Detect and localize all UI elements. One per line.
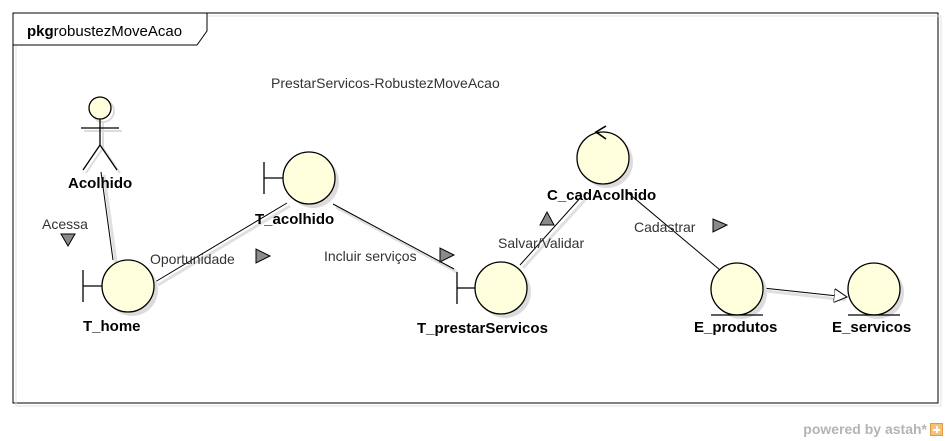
control-icon	[576, 131, 630, 185]
actor-head-icon	[88, 96, 112, 120]
message-label: Acessa	[42, 216, 88, 232]
arrow-right-icon	[712, 218, 729, 233]
message-label: Oportunidade	[150, 251, 235, 267]
message-incluir: Incluir serviços	[324, 247, 456, 264]
arrow-down-icon	[60, 233, 76, 247]
e-servicos-label: E_servicos	[832, 319, 911, 336]
message-acessa: Acessa	[42, 216, 88, 247]
watermark-text: powered by astah*	[803, 421, 927, 437]
actor-label: Acolhido	[68, 175, 132, 192]
t-acolhido-label: T_acolhido	[255, 211, 334, 228]
message-label: Cadastrar	[634, 219, 696, 235]
message-oportunidade: Oportunidade	[150, 248, 272, 267]
package-tab	[12, 12, 208, 46]
entity-icon	[710, 262, 764, 316]
connections	[100, 171, 847, 300]
boundary-t-acolhido[interactable]: T_acolhido	[255, 151, 339, 228]
entity-e-produtos[interactable]: E_produtos	[694, 262, 777, 336]
package-label: pkgrobustezMoveAcao	[27, 23, 182, 40]
boundary-t-home[interactable]: T_home	[82, 259, 158, 335]
actor-acolhido[interactable]: Acolhido	[68, 96, 132, 192]
astah-watermark: powered by astah*	[803, 421, 943, 437]
link-acolhido-prestar	[332, 203, 455, 270]
link-home-acolhido	[154, 202, 288, 283]
message-cadastrar: Cadastrar	[634, 218, 729, 235]
entity-icon	[847, 262, 901, 316]
link-cad-produtos	[626, 191, 721, 271]
c-cadacolhido-label: C_cadAcolhido	[547, 187, 656, 204]
arrow-right-icon	[439, 247, 456, 263]
arrow-up-icon	[539, 210, 555, 226]
generalization-produtos-servicos	[762, 287, 847, 297]
astah-logo-icon	[930, 422, 943, 436]
t-prestarservicos-label: T_prestarServicos	[417, 320, 548, 337]
arrow-right-icon	[255, 248, 272, 264]
message-label: Incluir serviços	[324, 248, 417, 264]
boundary-icon	[282, 151, 336, 205]
boundary-icon	[474, 261, 528, 315]
diagram-title: PrestarServicos-RobustezMoveAcao	[271, 75, 500, 91]
e-produtos-label: E_produtos	[694, 319, 777, 336]
control-c-cadacolhido[interactable]: C_cadAcolhido	[547, 125, 656, 204]
message-label: Salvar/Validar	[498, 235, 584, 251]
boundary-icon	[101, 259, 155, 313]
message-salvar: Salvar/Validar	[498, 210, 584, 251]
entity-e-servicos[interactable]: E_servicos	[832, 262, 911, 336]
t-home-label: T_home	[83, 318, 141, 335]
link-prestar-cad	[519, 195, 583, 266]
boundary-t-prestarservicos[interactable]: T_prestarServicos	[417, 261, 548, 337]
link-actor-home	[100, 171, 114, 261]
diagram-frame	[12, 12, 939, 404]
